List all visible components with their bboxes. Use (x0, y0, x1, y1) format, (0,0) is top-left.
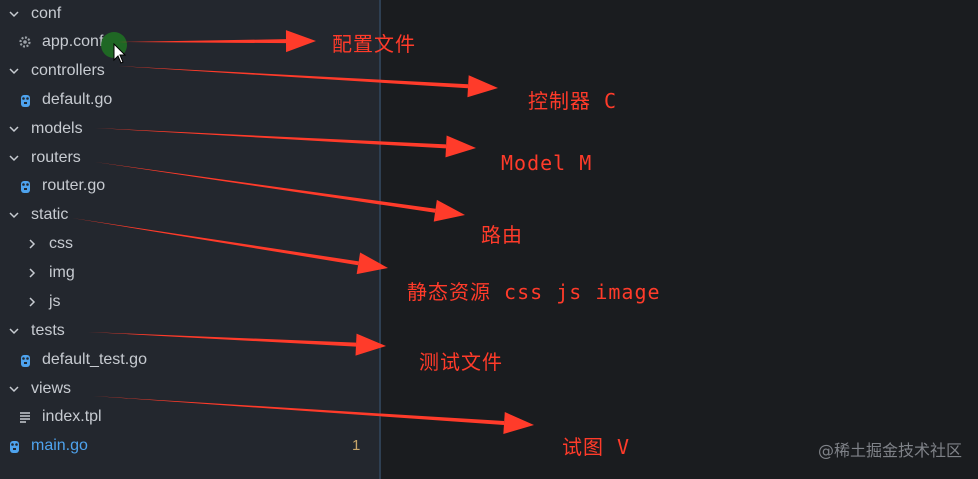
annotation-label: 控制器 C (528, 89, 618, 113)
chevron-down-icon (7, 0, 21, 28)
annotation-arrow (88, 332, 386, 356)
mouse-pointer-icon (113, 43, 127, 64)
go-file-icon (7, 432, 21, 460)
annotation-label: 测试文件 (419, 350, 503, 374)
item-label: routers (31, 149, 81, 166)
item-label: img (49, 264, 75, 281)
go-file-icon (18, 346, 32, 374)
file-app-conf[interactable]: app.conf (0, 28, 379, 56)
item-label: views (31, 380, 72, 397)
item-label: css (49, 235, 73, 252)
annotation-arrow (93, 396, 534, 435)
item-label: index.tpl (42, 408, 102, 425)
text-file-icon (18, 403, 32, 431)
panel-divider (379, 0, 381, 479)
file-default-go[interactable]: default.go (0, 86, 379, 114)
folder-views[interactable]: views (0, 375, 379, 403)
annotation-arrow (118, 66, 498, 98)
folder-img[interactable]: img (0, 259, 379, 287)
annotation-arrow (95, 128, 476, 158)
annotation-arrow (118, 30, 316, 53)
folder-routers[interactable]: routers (0, 144, 379, 172)
item-label: controllers (31, 62, 105, 79)
annotation-label: 静态资源 css js image (407, 280, 661, 304)
item-label: router.go (42, 177, 106, 194)
item-label: js (49, 293, 61, 310)
item-label: main.go (31, 437, 88, 454)
folder-conf[interactable]: conf (0, 0, 379, 28)
folder-static[interactable]: static (0, 201, 379, 229)
chevron-down-icon (7, 57, 21, 85)
item-label: default.go (42, 91, 113, 108)
go-file-icon (18, 172, 32, 200)
gear-icon (18, 28, 32, 56)
item-label: static (31, 206, 69, 223)
item-label: app.conf (42, 33, 104, 50)
folder-models[interactable]: models (0, 115, 379, 143)
annotation-label: 配置文件 (332, 32, 416, 56)
folder-css[interactable]: css (0, 230, 379, 258)
problem-count-badge: 1 (352, 437, 361, 454)
item-label: models (31, 120, 83, 137)
file-default-test-go[interactable]: default_test.go (0, 346, 379, 374)
file-router-go[interactable]: router.go (0, 172, 379, 200)
chevron-down-icon (7, 201, 21, 229)
folder-controllers[interactable]: controllers (0, 57, 379, 85)
annotation-label: 路由 (481, 223, 523, 247)
chevron-right-icon (25, 259, 39, 287)
file-index-tpl[interactable]: index.tpl (0, 403, 379, 431)
folder-tests[interactable]: tests (0, 317, 379, 345)
go-file-icon (18, 86, 32, 114)
chevron-down-icon (7, 115, 21, 143)
chevron-down-icon (7, 144, 21, 172)
chevron-down-icon (7, 317, 21, 345)
annotation-label: 试图 V (562, 435, 631, 459)
file-explorer: conf app.conf controllers default.go models r… (0, 0, 380, 479)
item-label: conf (31, 5, 62, 22)
folder-js[interactable]: js (0, 288, 379, 316)
chevron-down-icon (7, 375, 21, 403)
chevron-right-icon (25, 230, 39, 258)
annotation-arrow (95, 162, 465, 222)
file-main-go[interactable]: main.go 1 (0, 432, 379, 460)
item-label: default_test.go (42, 351, 147, 368)
watermark: @稀土掘金技术社区 (817, 441, 962, 460)
annotation-arrow (72, 218, 388, 275)
item-label: tests (31, 322, 65, 339)
annotation-label: Model M (501, 151, 593, 175)
chevron-right-icon (25, 288, 39, 316)
